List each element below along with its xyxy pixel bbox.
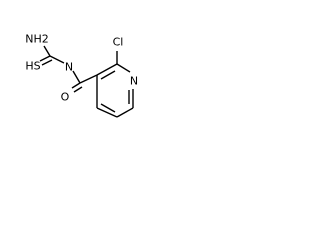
- bond-c-o-1: [71, 82, 81, 89]
- bond-c-s-1: [39, 55, 51, 62]
- bond-c-s-2: [41, 59, 53, 66]
- bond-ring-inner-3: [100, 103, 116, 113]
- bond-c-n: [49, 55, 65, 64]
- bond-ring-c3-c2: [96, 63, 118, 76]
- molecule-diagram: NH2 HS N O Cl N: [25, 33, 138, 118]
- atom-hs: HS: [25, 60, 40, 73]
- bond-ring-c2-n1: [116, 63, 131, 73]
- atom-n-imine: N: [65, 61, 73, 74]
- atom-nh2: NH2: [25, 33, 49, 46]
- atom-n-ring: N: [130, 75, 138, 88]
- bonds: [39, 45, 134, 118]
- bond-ring-c6-c5: [116, 107, 134, 118]
- bond-nh2-c: [43, 45, 51, 57]
- bond-ring-inner-1: [100, 70, 116, 80]
- bond-c-o-2: [73, 86, 83, 93]
- atom-labels: NH2 HS N O Cl N: [25, 33, 138, 104]
- bond-ring-c5-c4: [96, 107, 118, 118]
- atom-o-carbonyl: O: [61, 91, 70, 104]
- bond-n-ccarbonyl: [72, 70, 81, 84]
- atom-cl: Cl: [113, 36, 124, 49]
- bond-ccarbonyl-ring: [79, 74, 98, 84]
